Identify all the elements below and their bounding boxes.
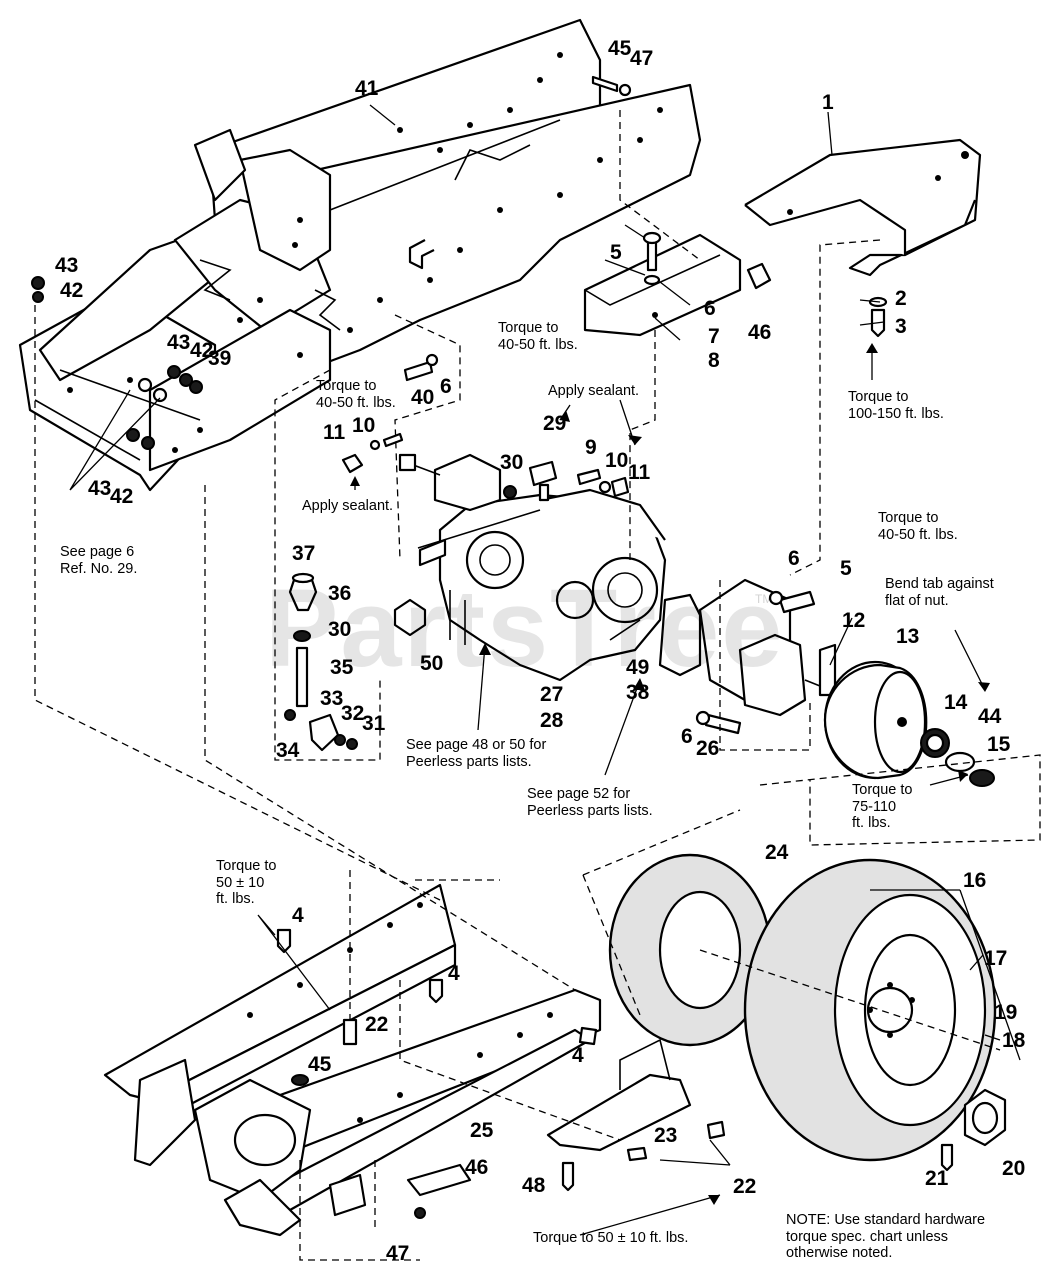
callout-29[interactable]: 29 xyxy=(543,412,567,435)
callout-4[interactable]: 4 xyxy=(292,904,304,927)
watermark-trademark: TM xyxy=(755,592,773,606)
callout-49[interactable]: 49 xyxy=(626,656,650,679)
callout-6d[interactable]: 6 xyxy=(681,725,693,748)
callout-7[interactable]: 7 xyxy=(708,325,720,348)
callout-43c[interactable]: 43 xyxy=(88,477,112,500)
callout-35[interactable]: 35 xyxy=(330,656,354,679)
callout-28[interactable]: 28 xyxy=(540,709,564,732)
callout-42b[interactable]: 42 xyxy=(190,339,214,362)
callout-25[interactable]: 25 xyxy=(470,1119,494,1142)
callout-23[interactable]: 23 xyxy=(654,1124,678,1147)
callout-20[interactable]: 20 xyxy=(1002,1157,1026,1180)
front-frame-assembly xyxy=(18,128,341,492)
callout-17[interactable]: 17 xyxy=(984,947,1008,970)
callout-18[interactable]: 18 xyxy=(1002,1029,1026,1052)
callout-32[interactable]: 32 xyxy=(341,702,365,725)
callout-42c[interactable]: 42 xyxy=(110,485,134,508)
callout-6b[interactable]: 6 xyxy=(440,375,452,398)
lower-hardware xyxy=(276,928,726,1219)
callout-44[interactable]: 44 xyxy=(978,705,1002,728)
callout-3[interactable]: 3 xyxy=(895,315,907,338)
callout-45b[interactable]: 45 xyxy=(308,1053,332,1076)
callout-22b[interactable]: 22 xyxy=(733,1175,757,1198)
callout-2[interactable]: 2 xyxy=(895,287,907,310)
transaxle-assembly xyxy=(398,453,667,682)
callout-11b[interactable]: 11 xyxy=(628,461,651,484)
callout-10b[interactable]: 10 xyxy=(605,449,629,472)
callout-1[interactable]: 1 xyxy=(822,91,834,114)
callout-4c[interactable]: 4 xyxy=(572,1044,584,1067)
callout-36[interactable]: 36 xyxy=(328,582,352,605)
frame-bracket xyxy=(583,233,742,337)
callout-6c[interactable]: 6 xyxy=(788,547,800,570)
callout-24[interactable]: 24 xyxy=(765,841,789,864)
callout-33[interactable]: 33 xyxy=(320,687,344,710)
callout-34[interactable]: 34 xyxy=(276,739,300,762)
leader-lines xyxy=(69,104,1021,1236)
callout-38[interactable]: 38 xyxy=(626,681,650,704)
callout-46[interactable]: 46 xyxy=(748,321,772,344)
callout-47b[interactable]: 47 xyxy=(386,1242,410,1265)
callout-47[interactable]: 47 xyxy=(630,47,654,70)
callout-50[interactable]: 50 xyxy=(420,652,444,675)
callout-16[interactable]: 16 xyxy=(963,869,987,892)
frame-holes xyxy=(67,52,663,453)
callout-42[interactable]: 42 xyxy=(60,279,84,302)
rear-bracket xyxy=(744,138,982,277)
callout-6[interactable]: 6 xyxy=(704,297,716,320)
callout-39[interactable]: 39 xyxy=(208,347,232,370)
callout-37[interactable]: 37 xyxy=(292,542,316,565)
callout-11[interactable]: 11 xyxy=(323,421,346,444)
callout-21[interactable]: 21 xyxy=(925,1167,949,1190)
callout-5b[interactable]: 5 xyxy=(840,557,852,580)
upper-hardware xyxy=(31,75,888,450)
callout-10[interactable]: 10 xyxy=(352,414,376,437)
callout-26[interactable]: 26 xyxy=(696,737,720,760)
callout-31[interactable]: 31 xyxy=(362,712,386,735)
callout-45[interactable]: 45 xyxy=(608,37,632,60)
note-apply-sealant-lower: Apply sealant. xyxy=(302,498,394,514)
callout-41[interactable]: 41 xyxy=(355,77,379,100)
callout-46b[interactable]: 46 xyxy=(465,1156,489,1179)
callout-4b[interactable]: 4 xyxy=(448,962,460,985)
callout-12[interactable]: 12 xyxy=(842,609,866,632)
axle-hub-assembly xyxy=(658,578,995,787)
callout-48[interactable]: 48 xyxy=(522,1174,546,1197)
rear-tire-assembly xyxy=(608,853,1007,1172)
callout-30[interactable]: 30 xyxy=(500,451,524,474)
arrows xyxy=(350,343,990,1205)
callout-5[interactable]: 5 xyxy=(610,241,622,264)
callout-22[interactable]: 22 xyxy=(365,1013,389,1036)
callout-15[interactable]: 15 xyxy=(987,733,1011,756)
callout-43b[interactable]: 43 xyxy=(167,331,191,354)
callout-30b[interactable]: 30 xyxy=(328,618,352,641)
callout-13[interactable]: 13 xyxy=(896,625,920,648)
lower-frame xyxy=(103,883,602,1237)
note-torque-50-10-lower: Torque to 50 ± 10 ft. lbs. xyxy=(533,1230,689,1246)
callout-14[interactable]: 14 xyxy=(944,691,968,714)
callout-9[interactable]: 9 xyxy=(585,436,597,459)
callout-43[interactable]: 43 xyxy=(55,254,79,277)
watermark: PartsTree xyxy=(265,567,785,690)
assembly-lines xyxy=(34,110,1041,1261)
callout-27[interactable]: 27 xyxy=(540,683,564,706)
callout-40[interactable]: 40 xyxy=(411,386,435,409)
callout-19[interactable]: 19 xyxy=(994,1001,1018,1024)
valve-linkage xyxy=(284,432,630,752)
callout-8[interactable]: 8 xyxy=(708,349,720,372)
note-apply-sealant-upper: Apply sealant. xyxy=(548,383,640,399)
